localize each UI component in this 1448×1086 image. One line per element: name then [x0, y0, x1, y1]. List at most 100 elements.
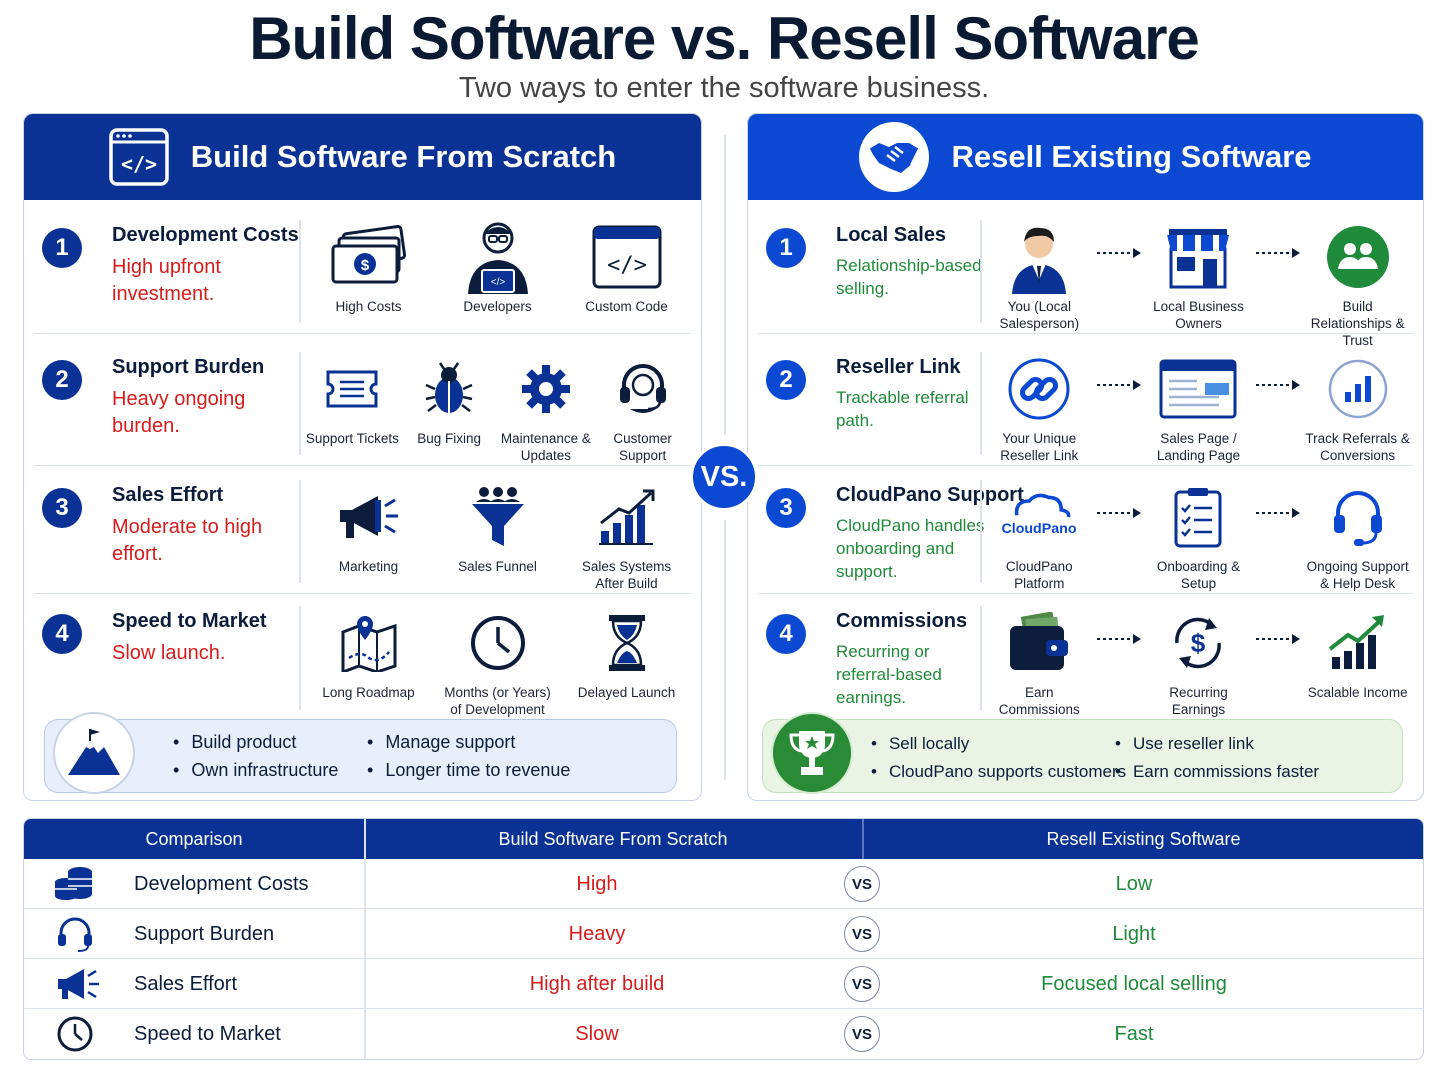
- step-number: 3: [42, 488, 82, 528]
- clock-icon: [56, 1009, 94, 1059]
- row-label: Speed to Market: [134, 1022, 281, 1045]
- coins-icon: [54, 859, 94, 909]
- item-onboarding: Onboarding & Setup: [1143, 470, 1253, 592]
- item-relationships: Build Relationships & Trust: [1303, 210, 1413, 349]
- build-value: Heavy: [568, 922, 626, 945]
- resell-value: Light: [1112, 922, 1156, 945]
- wallet-icon: [999, 604, 1079, 682]
- bar-chart-icon: [1318, 350, 1398, 428]
- row-label: Sales Effort: [134, 972, 238, 995]
- resell-value: Fast: [1114, 1022, 1154, 1045]
- summary-bullet: Manage support: [367, 732, 515, 753]
- code-window-icon: </>: [587, 218, 667, 296]
- build-row-1: 1 Development Costs High upfront investm…: [34, 210, 691, 334]
- arrow-icon: [1095, 632, 1143, 646]
- item-customer-support: Customer Support: [594, 342, 691, 464]
- row-title: Local Sales: [836, 224, 947, 246]
- headset-icon: [603, 350, 683, 428]
- table-row: Support Burden Heavy VS Light: [24, 909, 1423, 959]
- item-recurring-earnings: $Recurring Earnings: [1143, 596, 1253, 718]
- item-custom-code: </>Custom Code: [572, 210, 682, 315]
- landing-page-icon: [1158, 350, 1238, 428]
- item-landing-page: Sales Page / Landing Page: [1143, 342, 1253, 464]
- row-title: Development Costs: [112, 224, 299, 246]
- page-title: Build Software vs. Resell Software: [249, 5, 1200, 72]
- summary-bullet: CloudPano supports customers: [871, 762, 1126, 782]
- summary-bullet: Sell locally: [871, 734, 969, 754]
- summary-bullet: Use reseller link: [1115, 734, 1254, 754]
- build-panel-title: Build Software From Scratch: [190, 139, 617, 174]
- item-high-costs: $High Costs: [314, 210, 424, 315]
- step-number: 4: [766, 614, 806, 654]
- item-scalable-income: Scalable Income: [1303, 596, 1413, 701]
- salesperson-icon: [999, 218, 1079, 296]
- item-local-business: Local Business Owners: [1143, 210, 1253, 332]
- comparison-table: Comparison Build Software From Scratch R…: [23, 818, 1424, 1060]
- item-bug-fixing: Bug Fixing: [401, 342, 498, 447]
- summary-bullet: Earn commissions faster: [1115, 762, 1319, 782]
- column-header: Build Software From Scratch: [498, 828, 728, 849]
- table-row: Sales Effort High after build VS Focused…: [24, 959, 1423, 1009]
- column-header: Resell Existing Software: [1046, 828, 1241, 849]
- table-header: Comparison Build Software From Scratch R…: [24, 819, 1423, 859]
- item-months-development: Months (or Years) of Development: [443, 596, 553, 718]
- item-developers: </>Developers: [443, 210, 553, 315]
- storefront-icon: [1158, 218, 1238, 296]
- resell-panel: Resell Existing Software 1 Local Sales R…: [747, 113, 1424, 801]
- resell-panel-title: Resell Existing Software: [951, 139, 1312, 174]
- code-window-icon: </>: [109, 127, 169, 187]
- svg-text:</>: </>: [121, 152, 157, 176]
- row-title: Sales Effort: [112, 484, 224, 506]
- arrow-icon: [1095, 506, 1143, 520]
- build-row-4: 4 Speed to Market Slow launch. Long Road…: [34, 596, 691, 720]
- row-title: Commissions: [836, 610, 968, 632]
- row-desc: Trackable referral path.: [836, 388, 969, 430]
- row-title: Speed to Market: [112, 610, 267, 632]
- recurring-dollar-icon: $: [1158, 604, 1238, 682]
- developer-icon: </>: [458, 218, 538, 296]
- item-ongoing-support: Ongoing Support & Help Desk: [1303, 470, 1413, 592]
- item-track-referrals: Track Referrals & Conversions: [1303, 342, 1413, 464]
- svg-text:$: $: [1191, 628, 1206, 658]
- hourglass-icon: [587, 604, 667, 682]
- vs-badge: VS: [844, 966, 880, 1002]
- build-row-3: 3 Sales Effort Moderate to high effort. …: [34, 470, 691, 594]
- arrow-icon: [1254, 632, 1302, 646]
- arrow-icon: [1254, 378, 1302, 392]
- build-value: High after build: [529, 972, 665, 995]
- megaphone-icon: [329, 478, 409, 556]
- row-title: Support Burden: [112, 356, 265, 378]
- vs-badge: VS: [844, 866, 880, 902]
- cloudpano-logo-icon: CloudPano: [999, 478, 1079, 556]
- row-desc: Slow launch.: [112, 642, 226, 664]
- svg-text:CloudPano: CloudPano: [1002, 521, 1077, 537]
- ticket-icon: [312, 350, 392, 428]
- item-sales-funnel: Sales Funnel: [443, 470, 553, 575]
- svg-text:$: $: [360, 257, 369, 274]
- headset-icon: [1318, 478, 1398, 556]
- svg-text:</>: </>: [607, 253, 647, 278]
- resell-value: Focused local selling: [1041, 972, 1227, 995]
- table-row: Development Costs High VS Low: [24, 859, 1423, 909]
- step-number: 1: [766, 228, 806, 268]
- summary-bullet: Longer time to revenue: [367, 760, 570, 781]
- clock-icon: [458, 604, 538, 682]
- step-number: 1: [42, 228, 82, 268]
- step-number: 2: [766, 360, 806, 400]
- resell-panel-header: Resell Existing Software: [748, 114, 1423, 200]
- page-subtitle: Two ways to enter the software business.: [458, 72, 990, 104]
- summary-bullet: Build product: [173, 732, 296, 753]
- row-desc: Moderate to high effort.: [112, 516, 263, 565]
- map-icon: [329, 604, 409, 682]
- money-icon: $: [329, 218, 409, 296]
- resell-value: Low: [1115, 872, 1153, 895]
- build-value: Slow: [575, 1022, 619, 1045]
- resell-row-4: 4 Commissions Recurring or referral-base…: [758, 596, 1413, 720]
- row-desc: Relationship-based selling.: [836, 256, 982, 298]
- item-delayed-launch: Delayed Launch: [572, 596, 682, 701]
- link-icon: [999, 350, 1079, 428]
- column-header: Comparison: [145, 828, 243, 849]
- build-panel-header: </> Build Software From Scratch: [24, 114, 701, 200]
